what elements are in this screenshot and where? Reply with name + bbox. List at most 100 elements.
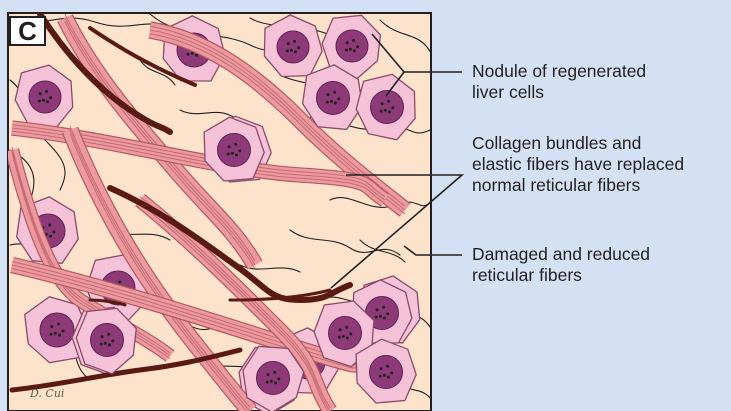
chromatin-dot bbox=[107, 333, 110, 336]
chromatin-dot bbox=[326, 101, 329, 104]
chromatin-dot bbox=[238, 149, 241, 152]
chromatin-dot bbox=[111, 339, 114, 342]
label-line: elastic fibers have replaced bbox=[472, 154, 684, 175]
chromatin-dot bbox=[386, 365, 389, 368]
chromatin-dot bbox=[42, 99, 45, 102]
chromatin-dot bbox=[228, 145, 231, 148]
chromatin-dot bbox=[266, 381, 269, 384]
chromatin-dot bbox=[345, 326, 348, 329]
chromatin-dot bbox=[104, 342, 107, 345]
cell-nucleus bbox=[40, 313, 74, 347]
chromatin-dot bbox=[380, 367, 383, 370]
label-line: normal reticular fibers bbox=[472, 175, 684, 196]
chromatin-dot bbox=[349, 48, 352, 51]
chromatin-dot bbox=[334, 101, 337, 104]
chromatin-dot bbox=[231, 152, 234, 155]
cell-nucleus bbox=[218, 134, 251, 167]
chromatin-dot bbox=[387, 375, 390, 378]
chromatin-dot bbox=[346, 336, 349, 339]
label-line: Damaged and reduced bbox=[472, 244, 650, 265]
chromatin-dot bbox=[290, 49, 293, 52]
chromatin-dot bbox=[337, 97, 340, 100]
cell-nucleus bbox=[277, 31, 309, 63]
chromatin-dot bbox=[227, 153, 230, 156]
label-line: liver cells bbox=[472, 82, 646, 103]
chromatin-dot bbox=[376, 308, 379, 311]
cell-nucleus bbox=[91, 324, 124, 357]
chromatin-dot bbox=[349, 332, 352, 335]
chromatin-dot bbox=[270, 380, 273, 383]
chromatin-dot bbox=[49, 96, 52, 99]
chromatin-dot bbox=[267, 373, 270, 376]
chromatin-dot bbox=[286, 50, 289, 53]
cell-nucleus bbox=[370, 356, 403, 389]
cell-nucleus bbox=[317, 82, 350, 115]
chromatin-dot bbox=[383, 374, 386, 377]
chromatin-dot bbox=[293, 40, 296, 43]
chromatin-dot bbox=[379, 375, 382, 378]
chromatin-dot bbox=[100, 343, 103, 346]
chromatin-dot bbox=[235, 153, 238, 156]
chromatin-dot bbox=[191, 52, 194, 55]
chromatin-dot bbox=[352, 39, 355, 42]
chromatin-dot bbox=[380, 110, 383, 113]
chromatin-dot bbox=[346, 41, 349, 44]
chromatin-dot bbox=[390, 371, 393, 374]
chromatin-dot bbox=[58, 334, 61, 337]
chromatin-dot bbox=[386, 312, 389, 315]
chromatin-dot bbox=[345, 49, 348, 52]
chromatin-dot bbox=[273, 371, 276, 374]
chromatin-dot bbox=[342, 335, 345, 338]
chromatin-dot bbox=[375, 316, 378, 319]
chromatin-dot bbox=[50, 325, 53, 328]
chromatin-dot bbox=[54, 332, 57, 335]
label-line: reticular fibers bbox=[472, 265, 650, 286]
nodule-label: Nodule of regenerated liver cells bbox=[472, 61, 646, 103]
chromatin-dot bbox=[101, 335, 104, 338]
chromatin-dot bbox=[391, 106, 394, 109]
panel-letter: C bbox=[9, 16, 46, 46]
chromatin-dot bbox=[327, 93, 330, 96]
chromatin-dot bbox=[48, 224, 51, 227]
chromatin-dot bbox=[356, 45, 359, 48]
chromatin-dot bbox=[297, 46, 300, 49]
label-line: Collagen bundles and bbox=[472, 133, 684, 154]
chromatin-dot bbox=[38, 100, 41, 103]
reticular-label: Damaged and reduced reticular fibers bbox=[472, 244, 650, 286]
chromatin-dot bbox=[381, 102, 384, 105]
collagen-label: Collagen bundles and elastic fibers have… bbox=[472, 133, 684, 196]
chromatin-dot bbox=[384, 109, 387, 112]
chromatin-dot bbox=[387, 100, 390, 103]
chromatin-dot bbox=[45, 90, 48, 93]
chromatin-dot bbox=[382, 306, 385, 309]
chromatin-dot bbox=[46, 100, 49, 103]
chromatin-dot bbox=[294, 50, 297, 53]
chromatin-dot bbox=[353, 49, 356, 52]
chromatin-dot bbox=[274, 381, 277, 384]
chromatin-dot bbox=[333, 91, 336, 94]
chromatin-dot bbox=[52, 230, 55, 233]
chromatin-dot bbox=[187, 53, 190, 56]
chromatin-dot bbox=[39, 92, 42, 95]
chromatin-dot bbox=[338, 336, 341, 339]
cell-nucleus bbox=[329, 317, 362, 350]
chromatin-dot bbox=[330, 100, 333, 103]
chromatin-dot bbox=[50, 333, 53, 336]
cell-nucleus bbox=[336, 30, 368, 62]
chromatin-dot bbox=[339, 328, 342, 331]
chromatin-dot bbox=[234, 143, 237, 146]
cell-nucleus bbox=[29, 81, 61, 113]
label-line: Nodule of regenerated bbox=[472, 61, 646, 82]
chromatin-dot bbox=[57, 323, 60, 326]
chromatin-dot bbox=[277, 377, 280, 380]
chromatin-dot bbox=[383, 316, 386, 319]
artist-signature: D. Cui bbox=[30, 387, 64, 400]
chromatin-dot bbox=[388, 110, 391, 113]
chromatin-dot bbox=[108, 343, 111, 346]
chromatin-dot bbox=[379, 315, 382, 318]
cell-nucleus bbox=[257, 362, 290, 395]
chromatin-dot bbox=[287, 42, 290, 45]
chromatin-dot bbox=[61, 329, 64, 332]
chromatin-dot bbox=[118, 281, 121, 284]
chromatin-dot bbox=[49, 235, 52, 238]
